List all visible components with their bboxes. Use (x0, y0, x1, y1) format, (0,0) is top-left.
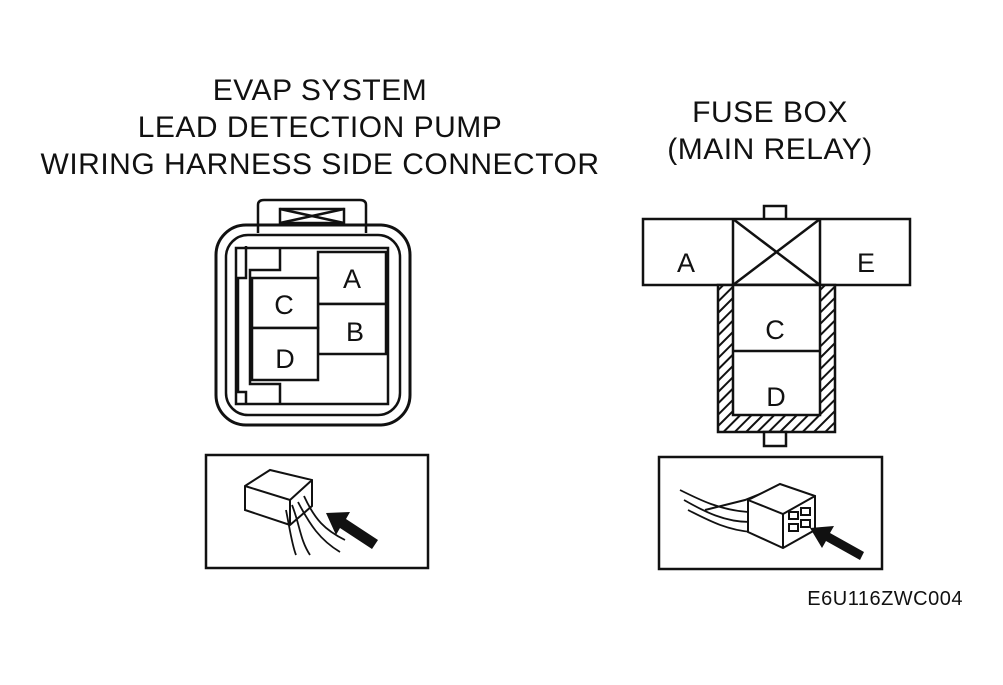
terminal-b (316, 302, 388, 356)
wire-bundle-icon (679, 489, 753, 533)
left-connector-title: EVAP SYSTEM LEAD DETECTION PUMP WIRING H… (30, 72, 610, 183)
lock-tab-window (278, 207, 346, 225)
left-view-direction-inset (204, 453, 430, 570)
right-title-line-1: FUSE BOX (692, 96, 848, 129)
left-pin-b-label: B (346, 317, 364, 347)
right-pin-d-label: D (766, 382, 786, 412)
view-arrow-icon (810, 526, 864, 560)
terminal-d (250, 326, 320, 382)
left-title-line-3: WIRING HARNESS SIDE CONNECTOR (40, 148, 600, 181)
left-pin-a-label: A (343, 264, 361, 294)
left-title-line-2: LEAD DETECTION PUMP (137, 111, 503, 144)
left-title-line-1: EVAP SYSTEM (212, 74, 428, 107)
right-title-line-2: (MAIN RELAY) (667, 133, 873, 166)
connector-lock-tab (256, 198, 368, 233)
connector-sketch-icon (747, 482, 816, 550)
relay-bottom-key (762, 430, 788, 448)
connector-sketch-icon (244, 468, 313, 527)
right-view-direction-inset (657, 455, 884, 571)
connector-inner-body (224, 233, 402, 417)
left-pin-d-label: D (275, 344, 295, 374)
wire-bundle-icon (285, 495, 346, 556)
connector-outer-body (214, 223, 412, 427)
right-pin-c-label: C (765, 315, 785, 345)
right-pin-a-label: A (677, 248, 695, 278)
right-pin-e-label: E (857, 248, 875, 278)
inset-frame (204, 453, 430, 570)
figure-code: E6U116ZWC004 (807, 588, 963, 610)
left-pin-c-label: C (274, 290, 294, 320)
view-arrow-icon (326, 512, 378, 549)
lead-detection-pump-connector (214, 198, 412, 427)
main-relay-fuse-box (641, 204, 912, 448)
right-connector-title: FUSE BOX (MAIN RELAY) (640, 94, 900, 168)
